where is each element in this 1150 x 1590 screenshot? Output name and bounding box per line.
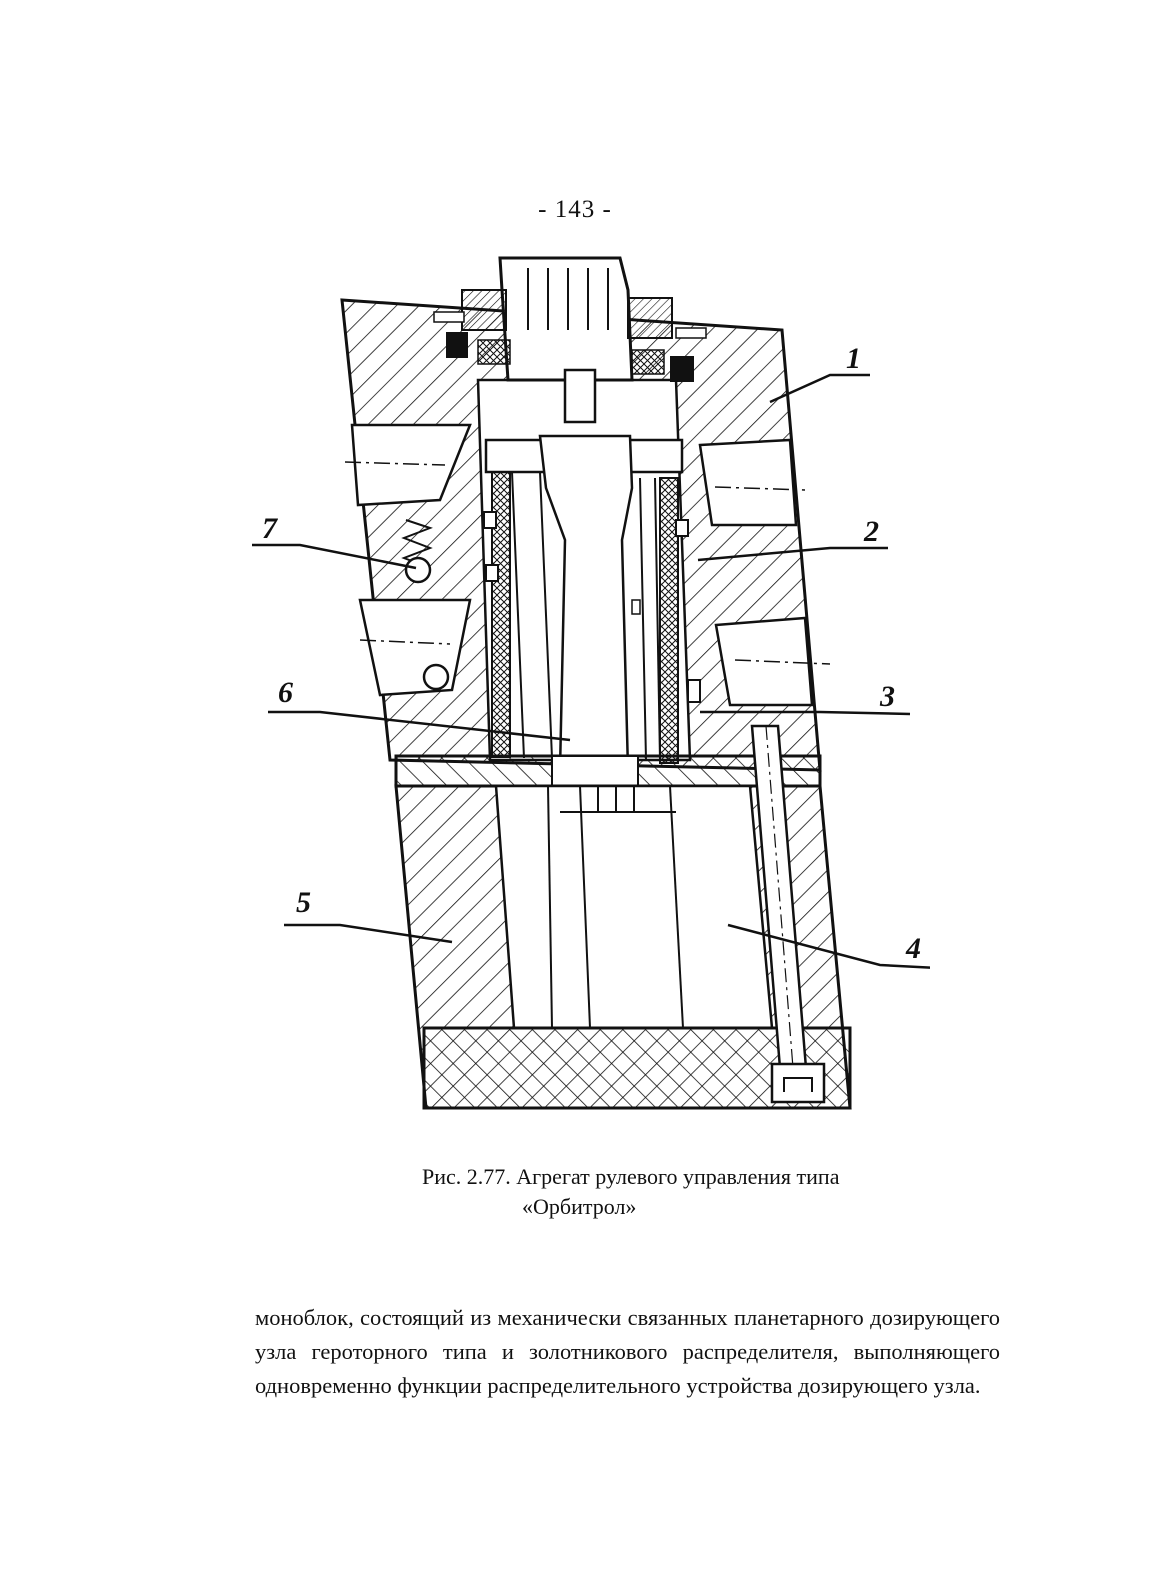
leader-lines	[252, 373, 930, 969]
callout-1: 1	[846, 342, 861, 375]
callout-labels: 1 2 3 4 5 6 7	[262, 342, 921, 965]
steering-unit-drawing: 1 2 3 4 5 6 7	[252, 256, 930, 1110]
callout-6: 6	[278, 676, 293, 709]
housing-lower	[394, 724, 852, 1110]
callout-4: 4	[905, 932, 921, 965]
spool-assembly	[483, 434, 701, 772]
page-number: - 143 -	[538, 196, 612, 223]
callout-7: 7	[262, 512, 278, 545]
figure-caption: Рис. 2.77. Агрегат рулевого управления т…	[422, 1162, 902, 1222]
callout-2: 2	[863, 515, 879, 548]
body-paragraph: моноблок, состоящий из механически связа…	[255, 1304, 1000, 1398]
caption-line-1: Рис. 2.77. Агрегат рулевого управления т…	[422, 1164, 840, 1189]
caption-line-2: «Орбитрол»	[522, 1194, 637, 1219]
input-shaft	[433, 256, 707, 424]
callout-3: 3	[879, 680, 895, 713]
callout-5: 5	[296, 886, 311, 919]
